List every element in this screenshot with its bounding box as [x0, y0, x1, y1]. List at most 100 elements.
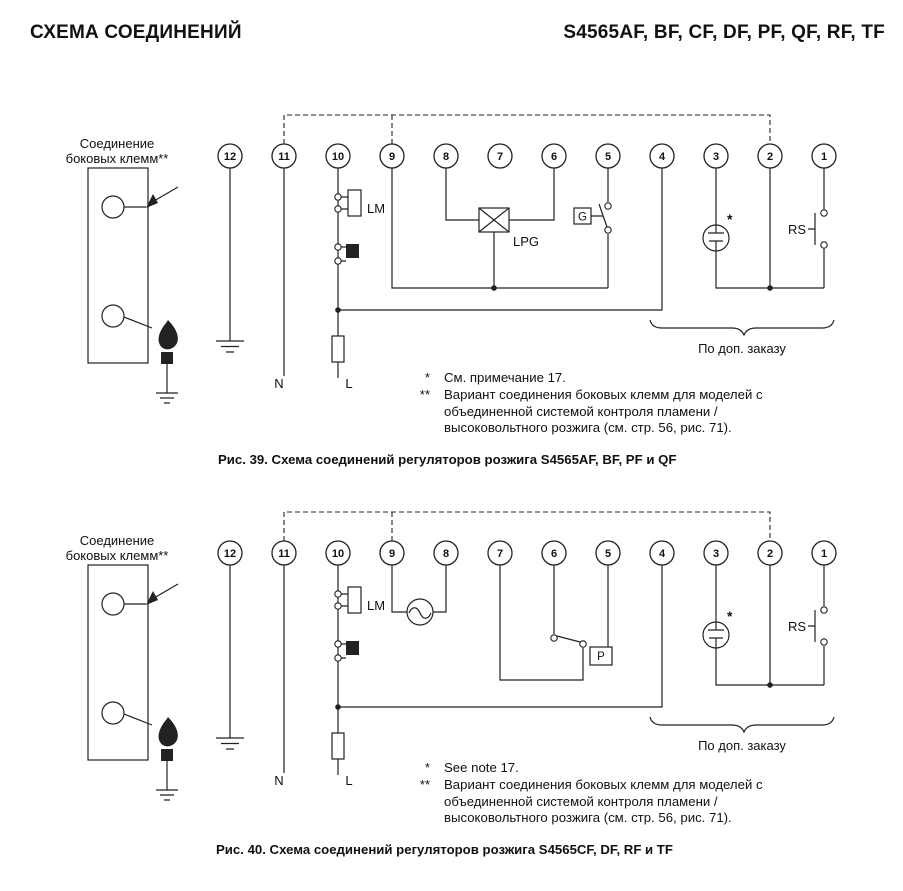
wiring-lines — [229, 168, 825, 378]
svg-text:6: 6 — [551, 151, 557, 163]
terminal-strip: 12 11 10 9 8 7 6 5 4 3 2 1 — [217, 143, 837, 169]
side-label-line1: Соединение — [80, 136, 155, 151]
rs-button-symbol: RS — [788, 209, 828, 249]
svg-text:11: 11 — [278, 548, 290, 560]
lm-connector-symbol: LM — [334, 189, 385, 217]
wiring-lines — [229, 565, 825, 775]
lpg-label: LPG — [513, 234, 539, 249]
figure2-caption: Рис. 40. Схема соединений регуляторов ро… — [216, 842, 673, 857]
terminal-8: 8 — [433, 143, 459, 169]
dashed-optional-wiring — [283, 114, 771, 144]
svg-text:9: 9 — [389, 548, 395, 560]
terminal-11: 11 — [271, 540, 297, 566]
dashed-optional-wiring — [283, 511, 771, 541]
overload-symbol — [334, 243, 359, 265]
side-terminal-box: Соединение боковых клемм** — [66, 136, 179, 404]
asterisk-mark: * — [727, 608, 733, 624]
note-marker: ** — [419, 776, 430, 792]
side-terminal-box: Соединение боковых клемм** — [66, 533, 179, 801]
note-marker: * — [424, 760, 430, 775]
terminal-strip: 12 11 10 9 8 7 6 5 4 3 2 1 — [217, 540, 837, 566]
svg-text:2: 2 — [767, 548, 773, 560]
igniter-symbol: * — [702, 211, 733, 252]
lpg-valve-symbol: LPG — [478, 207, 539, 249]
svg-text:12: 12 — [224, 548, 236, 560]
wiring-diagram-figure1: LM LPG G * — [66, 114, 837, 404]
terminal-9: 9 — [379, 143, 405, 169]
terminal-12: 12 — [217, 143, 243, 169]
note-marker: ** — [419, 386, 430, 402]
note-row: ** Вариант соединения боковых клемм для … — [410, 387, 810, 437]
terminal-12: 12 — [217, 540, 243, 566]
igniter-symbol: * — [702, 608, 733, 649]
terminal-3: 3 — [703, 540, 729, 566]
note-row: * See note 17. — [410, 760, 810, 777]
rs-label: RS — [788, 619, 806, 634]
note-row: * См. примечание 17. — [410, 370, 810, 387]
page-title: СХЕМА СОЕДИНЕНИЙ — [30, 22, 242, 43]
ground-symbol — [216, 340, 244, 353]
terminal-5: 5 — [595, 143, 621, 169]
note-text: См. примечание 17. — [444, 370, 566, 385]
spark-arrow-icon — [146, 583, 179, 605]
svg-text:1: 1 — [821, 548, 827, 560]
neutral-label: N — [274, 376, 283, 391]
ground-symbol — [156, 789, 178, 801]
optional-label: По доп. заказу — [698, 738, 786, 753]
fuse-symbol — [331, 732, 345, 760]
note-text: Вариант соединения боковых клемм для мод… — [444, 386, 763, 436]
flame-icon — [158, 717, 178, 761]
optional-brace: По доп. заказу — [649, 319, 835, 356]
terminal-7: 7 — [487, 540, 513, 566]
note-text: See note 17. — [444, 760, 519, 775]
terminal-5: 5 — [595, 540, 621, 566]
note-row: ** Вариант соединения боковых клемм для … — [410, 777, 810, 827]
lm-connector-symbol: LM — [334, 586, 385, 614]
terminal-6: 6 — [541, 540, 567, 566]
svg-text:7: 7 — [497, 151, 503, 163]
flame-icon — [158, 320, 178, 364]
terminal-3: 3 — [703, 143, 729, 169]
svg-text:5: 5 — [605, 151, 611, 163]
overload-symbol — [334, 640, 359, 662]
figure2-notes: * See note 17. ** Вариант соединения бок… — [410, 760, 810, 827]
note-text: Вариант соединения боковых клемм для мод… — [444, 776, 763, 826]
lm-label: LM — [367, 598, 385, 613]
line-label: L — [345, 376, 352, 391]
terminal-10: 10 — [325, 143, 351, 169]
svg-text:8: 8 — [443, 548, 449, 560]
spark-arrow-icon — [146, 186, 179, 208]
svg-text:6: 6 — [551, 548, 557, 560]
terminal-11: 11 — [271, 143, 297, 169]
svg-text:4: 4 — [659, 151, 666, 163]
p-label: P — [597, 651, 605, 663]
svg-text:1: 1 — [821, 151, 827, 163]
svg-text:8: 8 — [443, 151, 449, 163]
svg-text:3: 3 — [713, 151, 719, 163]
ground-symbol — [156, 392, 178, 404]
svg-text:12: 12 — [224, 151, 236, 163]
figure1-caption: Рис. 39. Схема соединений регуляторов ро… — [218, 452, 677, 467]
terminal-4: 4 — [649, 143, 675, 169]
note-marker: * — [424, 370, 430, 385]
line-label: L — [345, 773, 352, 788]
terminal-2: 2 — [757, 143, 783, 169]
motor-symbol — [406, 598, 434, 626]
terminal-6: 6 — [541, 143, 567, 169]
terminal-2: 2 — [757, 540, 783, 566]
svg-text:10: 10 — [332, 548, 344, 560]
model-list: S4565AF, BF, CF, DF, PF, QF, RF, TF — [563, 22, 885, 43]
pressure-switch-symbol: P — [550, 634, 613, 666]
svg-text:5: 5 — [605, 548, 611, 560]
terminal-1: 1 — [811, 143, 837, 169]
side-label-line2: боковых клемм** — [66, 548, 169, 563]
ground-symbol — [216, 737, 244, 750]
terminal-4: 4 — [649, 540, 675, 566]
g-label: G — [578, 212, 587, 224]
svg-text:7: 7 — [497, 548, 503, 560]
svg-text:4: 4 — [659, 548, 666, 560]
side-label-line2: боковых клемм** — [66, 151, 169, 166]
optional-brace: По доп. заказу — [649, 716, 835, 753]
terminal-1: 1 — [811, 540, 837, 566]
svg-text:3: 3 — [713, 548, 719, 560]
